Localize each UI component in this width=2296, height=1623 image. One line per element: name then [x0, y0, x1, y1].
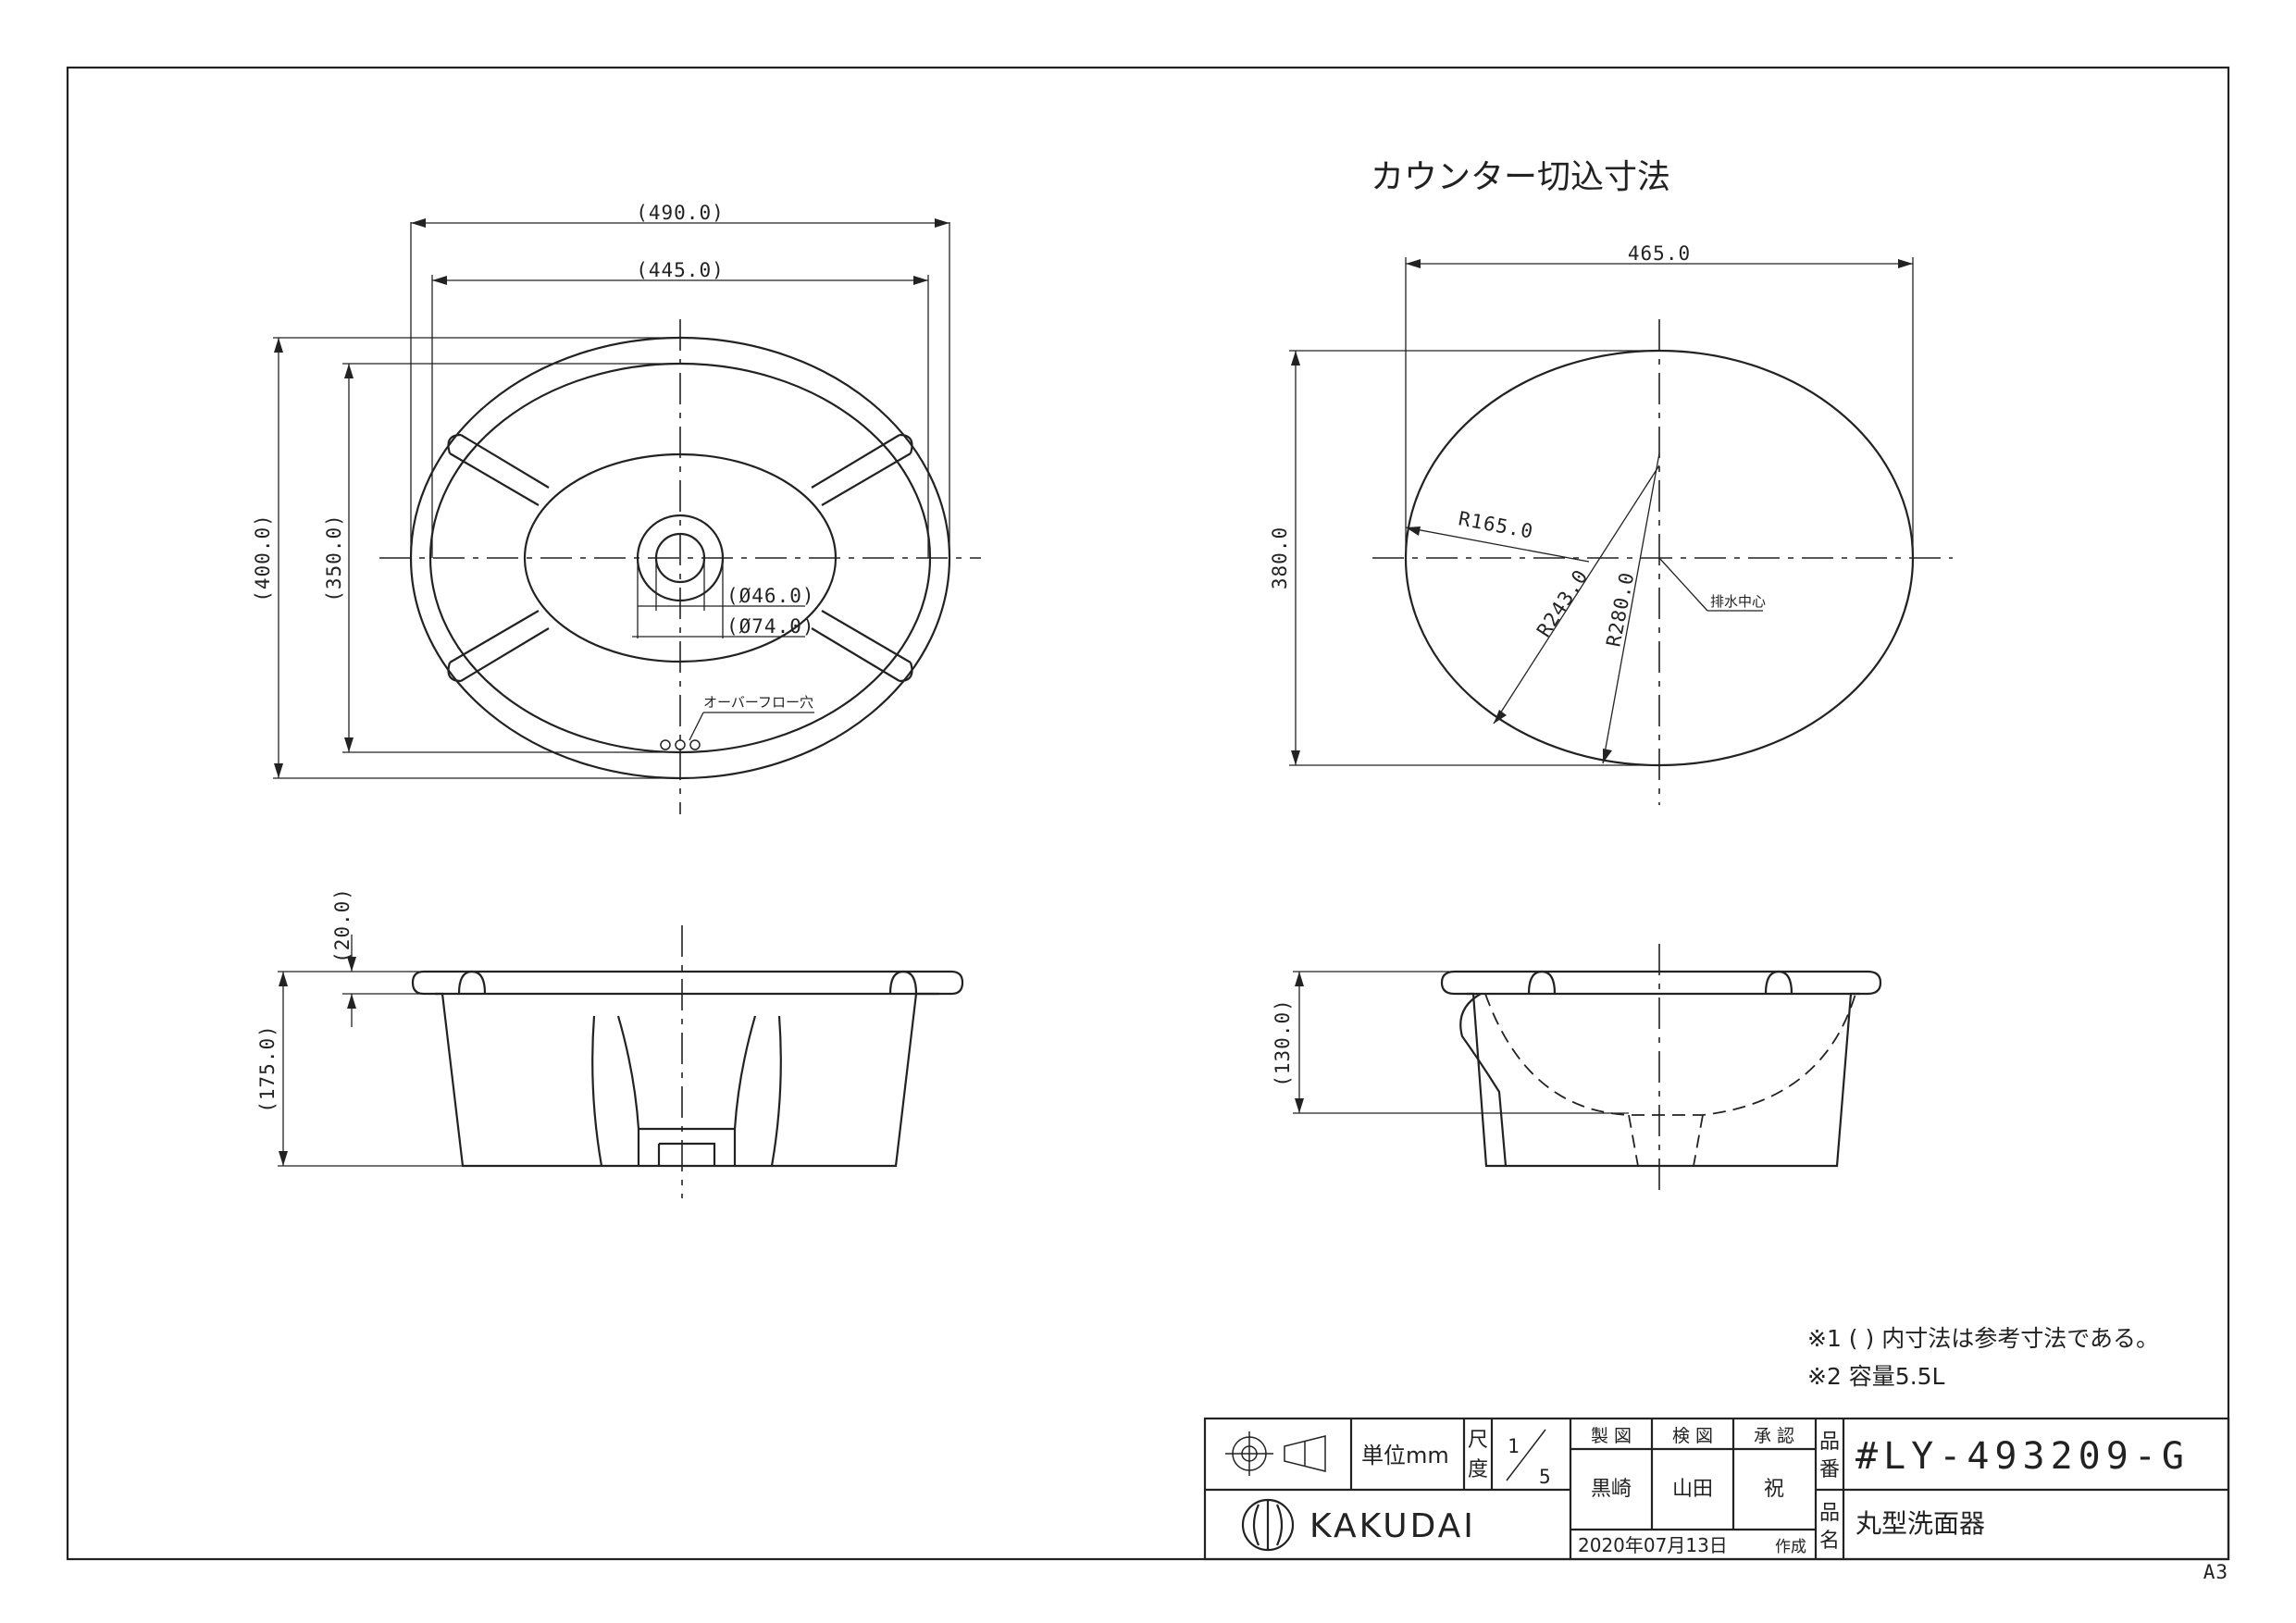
scale-label-2: 度 — [1468, 1458, 1488, 1481]
cutout-title: カウンター切込寸法 — [1371, 158, 1670, 196]
title-block — [1203, 1417, 2230, 1561]
checked-label: 検 図 — [1672, 1426, 1713, 1446]
company-logo-text: KAKUDAI — [1309, 1507, 1476, 1545]
dim-rim-height: (20.0) — [331, 887, 354, 963]
overflow-hole-label: オーバーフロー穴 — [703, 694, 813, 711]
created-label: 作成 — [1775, 1538, 1806, 1556]
made-by: 黒崎 — [1591, 1478, 1632, 1501]
approved-label: 承 認 — [1754, 1426, 1794, 1446]
dim-radius-165: R165.0 — [1457, 507, 1535, 543]
drawing-border — [66, 66, 2230, 1561]
part-no-label-2: 番 — [1819, 1458, 1840, 1481]
dim-drain-outer: (Ø74.0) — [726, 615, 815, 638]
drain-center-label: 排水中心 — [1710, 593, 1766, 610]
name-label-1: 品 — [1819, 1502, 1840, 1525]
scale-numerator: 1 — [1508, 1435, 1520, 1457]
date: 2020年07月13日 — [1578, 1534, 1728, 1556]
approved-by: 祝 — [1764, 1478, 1784, 1501]
dim-overall-width: (490.0) — [636, 202, 725, 224]
side-view — [1293, 944, 1882, 1198]
product-name: 丸型洗面器 — [1855, 1508, 1985, 1539]
dim-radius-280: R280.0 — [1602, 570, 1638, 649]
unit-label: 単位mm — [1361, 1443, 1449, 1468]
top-view — [273, 218, 981, 814]
dim-inner-depth: (350.0) — [323, 514, 345, 602]
dim-cutout-width: 465.0 — [1628, 242, 1691, 265]
front-view — [278, 925, 964, 1198]
part-no-label-1: 品 — [1819, 1431, 1840, 1454]
dim-radius-243: R243.0 — [1533, 565, 1593, 641]
part-number: #LY-493209-G — [1855, 1435, 2190, 1478]
scale-label-1: 尺 — [1468, 1429, 1488, 1452]
dim-side-height: (130.0) — [1272, 998, 1294, 1087]
sheet-size: A3 — [2203, 1561, 2228, 1583]
checked-by: 山田 — [1672, 1478, 1713, 1501]
scale-denominator: 5 — [1539, 1466, 1552, 1488]
note-1: ※1 ( ) 内寸法は参考寸法である。 — [1807, 1325, 2159, 1352]
made-label: 製 図 — [1591, 1426, 1632, 1446]
dim-overall-depth: (400.0) — [252, 514, 274, 602]
dim-inner-width: (445.0) — [636, 259, 725, 281]
dim-cutout-depth: 380.0 — [1269, 527, 1291, 589]
name-label-2: 名 — [1819, 1530, 1840, 1553]
dim-overall-height: (175.0) — [256, 1024, 279, 1113]
dim-drain-inner: (Ø46.0) — [726, 585, 815, 607]
note-2: ※2 容量5.5L — [1807, 1363, 1945, 1390]
cutout-view — [1289, 257, 1953, 805]
